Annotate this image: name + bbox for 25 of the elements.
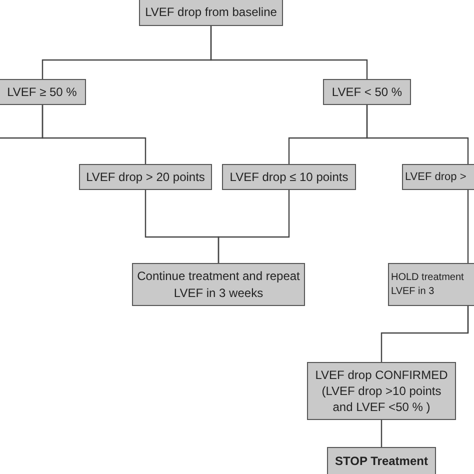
- process-box: [402, 164, 474, 190]
- connector-line: [210, 26, 368, 79]
- process-box: [139, 0, 283, 26]
- connector-line: [218, 190, 290, 263]
- connector-line: [42, 105, 146, 164]
- connector-line: [380, 306, 469, 362]
- connector-line: [380, 420, 382, 447]
- box-text: LVEF ≥ 50 %: [7, 84, 77, 100]
- process-box: [388, 263, 474, 306]
- connector-line: [366, 105, 469, 164]
- box-text: LVEF drop >: [405, 170, 466, 184]
- process-box: [79, 164, 212, 190]
- box-text: STOP Treatment: [335, 453, 428, 470]
- box-text: Continue treatment and repeat LVEF in 3 weeks: [136, 268, 301, 301]
- process-box: [222, 164, 356, 190]
- box-text: HOLD treatment LVEF in 3: [391, 271, 465, 298]
- process-box: [0, 79, 86, 105]
- box-text: LVEF drop from baseline: [145, 4, 277, 20]
- box-text: LVEF drop CONFIRMED (LVEF drop >10 points and LVEF <50 % ): [314, 366, 449, 416]
- process-box: [307, 362, 456, 420]
- box-text: LVEF < 50 %: [332, 84, 402, 100]
- box-text: LVEF drop ≤ 10 points: [230, 168, 348, 186]
- process-box: [323, 79, 411, 105]
- box-text: LVEF drop > 20 points: [86, 168, 205, 186]
- process-box: [327, 447, 436, 474]
